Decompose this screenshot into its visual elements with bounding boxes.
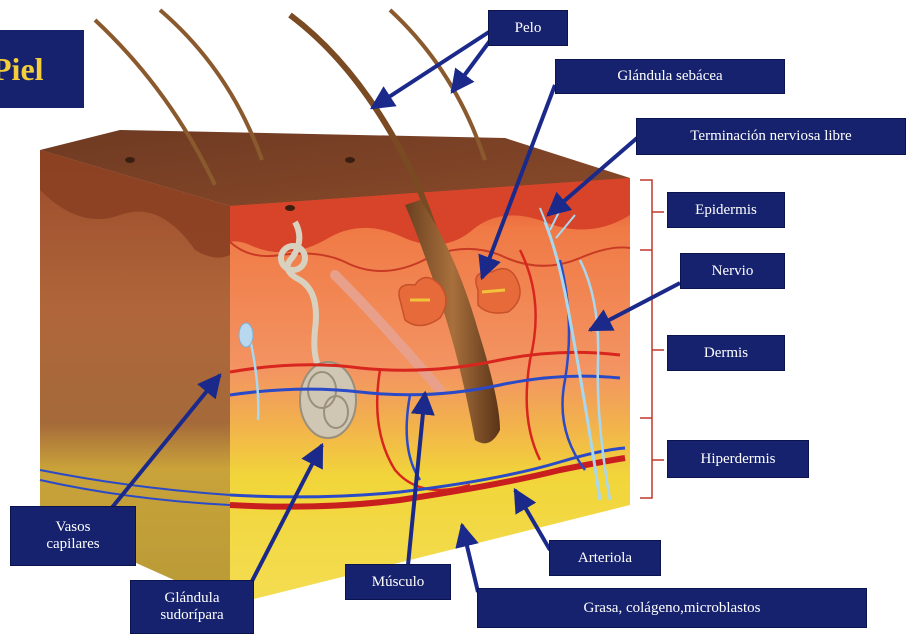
label-grasa-colageno: Grasa, colágeno,microblastos: [477, 588, 867, 628]
title-text: Piel: [0, 51, 44, 88]
label-musculo: Músculo: [345, 564, 451, 600]
label-glandula-sebacea: Glándula sebácea: [555, 59, 785, 94]
arrow-pelo-1: [372, 30, 492, 108]
label-vasos-capilares: Vasos capilares: [10, 506, 136, 566]
label-glandula-sudoripara: Glándula sudorípara: [130, 580, 254, 634]
label-hiperdermis: Hiperdermis: [667, 440, 809, 478]
label-epidermis: Epidermis: [667, 192, 785, 228]
label-terminacion-nerviosa: Terminación nerviosa libre: [636, 118, 906, 155]
sebaceous-gland-left: [399, 278, 446, 326]
arrow-pelo-2: [452, 38, 492, 92]
label-dermis: Dermis: [667, 335, 785, 371]
layer-bracket: [640, 180, 664, 498]
nerve-receptor: [239, 323, 253, 347]
diagram-title: Piel: [0, 30, 84, 108]
label-nervio: Nervio: [680, 253, 785, 289]
label-pelo: Pelo: [488, 10, 568, 46]
label-arteriola: Arteriola: [549, 540, 661, 576]
